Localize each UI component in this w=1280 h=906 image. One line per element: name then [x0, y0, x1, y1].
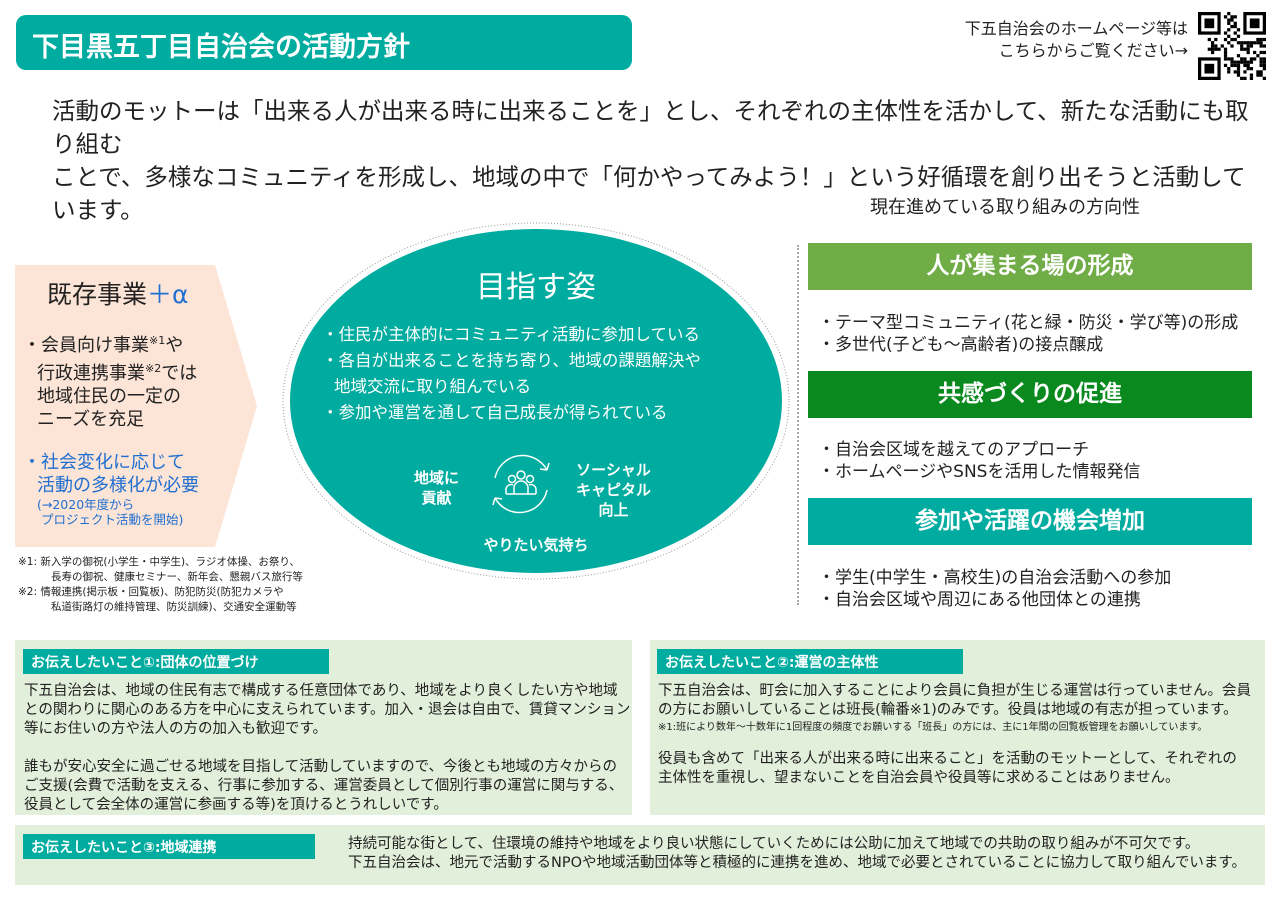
info-panel-3: お伝えしたいこと③:地域連携 持続可能な街として、住環境の維持や地域をより良い状…	[15, 825, 1265, 885]
line: 役員として会全体の運営に参画する等)を頂けるとうれしいです。	[24, 797, 448, 813]
text: ・会員向け事業	[23, 335, 149, 356]
text: ニーズを充足	[37, 409, 145, 430]
text: 行政連携事業	[37, 363, 145, 384]
info-panel-2: お伝えしたいこと②:運営の主体性 下五自治会は、町会に加入することにより会員に負…	[650, 640, 1265, 815]
line: 持続可能な街として、住環境の維持や地域をより良い状態にしていくためには公助に加え…	[348, 836, 1200, 852]
text: 向上	[598, 501, 629, 519]
panel-tag: お伝えしたいこと③:地域連携	[23, 834, 315, 859]
vision-item: ・住民が主体的にコミュニティ活動に参加している	[322, 325, 701, 344]
text: では	[161, 363, 198, 384]
panel-text: 下五自治会は、地域の住民有志で構成する任意団体であり、地域をより良くしたい方や地…	[24, 682, 630, 815]
line: 下五自治会は、地域の住民有志で構成する任意団体であり、地域をより良くしたい方や地…	[24, 683, 618, 699]
text: ソーシャル	[576, 461, 651, 479]
line: 主体性を重視し、望まないことを自治会員や役員等に求めることはありません。	[658, 770, 1180, 786]
cycle-left-label: 地域に貢献	[414, 468, 459, 508]
text: 地域に	[414, 469, 460, 487]
section-title: 参加や活躍の機会増加	[808, 498, 1252, 545]
section-title: 共感づくりの促進	[808, 371, 1252, 418]
item: ・自治会区域を越えてのアプローチ	[818, 440, 1090, 460]
line: ご支援(会費で活動を支える、行事に参加する、運営委員として個別行事の運営に関与す…	[24, 778, 624, 794]
cycle-right-label: ソーシャルキャピタル向上	[576, 460, 651, 520]
left-heading: 既存事業＋α	[47, 279, 189, 311]
text: (→2020年度から	[37, 497, 135, 512]
line: 下五自治会は、町会に加入することにより会員に負担が生じる運営は行っていません。会…	[658, 683, 1252, 699]
text: 貢献	[421, 489, 452, 507]
vision-item: 地域交流に取り組んでいる	[334, 377, 532, 396]
item: ・テーマ型コミュニティ(花と緑・防災・学び等)の形成	[818, 313, 1239, 333]
item: ・自治会区域や周辺にある他団体との連携	[818, 590, 1141, 610]
vision-item: ・参加や運営を通して自己成長が得られている	[322, 403, 668, 422]
qr-caption-line: 下五自治会のホームページ等は	[964, 19, 1188, 38]
left-heading-text: 既存事業	[47, 280, 148, 309]
page-title: 下目黒五丁目自治会の活動方針	[16, 15, 632, 70]
ellipse-shape	[282, 222, 790, 580]
panel-tag: お伝えしたいこと①:団体の位置づけ	[23, 649, 329, 674]
cycle-bottom-label: やりたい気持ち	[483, 536, 589, 554]
chevron-shape	[15, 265, 257, 547]
community-cycle-icon	[492, 454, 550, 514]
footnote-ref: ※1	[149, 334, 166, 347]
qr-caption-line: こちらからご覧ください→	[998, 41, 1188, 60]
section-items: ・学生(中学生・高校生)の自治会活動への参加・自治会区域や周辺にある他団体との連…	[818, 567, 1171, 611]
panel-text: 下五自治会は、町会に加入することにより会員に負担が生じる運営は行っていません。会…	[658, 682, 1251, 788]
left-bullet-2: ・社会変化に応じて 活動の多様化が必要 (→2020年度から プロジェクト活動を…	[23, 451, 199, 527]
vision-items: ・住民が主体的にコミュニティ活動に参加している ・各自が出来ることを持ち寄り、地…	[322, 322, 701, 426]
motto-line: ことで、多様なコミュニティを形成し、地域の中で「何かやってみよう！」という好循環…	[52, 163, 1246, 224]
info-panel-1: お伝えしたいこと①:団体の位置づけ 下五自治会は、地域の住民有志で構成する任意団…	[15, 640, 632, 815]
line: との関わりに関心のある方を中心に支えられています。加入・退会は自由で、賃貸マンシ…	[24, 702, 631, 718]
direction-heading: 現在進めている取り組みの方向性	[870, 197, 1140, 218]
text: プロジェクト活動を開始)	[41, 512, 184, 527]
line: の方にお願いしていることは班長(輪番※1)のみです。役員は地域の有志が担っていま…	[658, 702, 1238, 718]
item: ・多世代(子ども～高齢者)の接点醸成	[818, 335, 1104, 355]
left-heading-plus: ＋α	[147, 280, 189, 309]
footnote: ※2: 情報連携(掲示板・回覧板)、防犯防災(防犯カメラや	[18, 586, 284, 598]
divider	[797, 245, 799, 605]
footnote: ※1:班により数年～十数年に1回程度の頻度でお願いする「班長」の方には、主に1年…	[658, 722, 1208, 733]
vision-ellipse: 目指す姿 ・住民が主体的にコミュニティ活動に参加している ・各自が出来ることを持…	[280, 220, 792, 582]
qr-code-icon[interactable]	[1198, 12, 1266, 80]
text: 活動の多様化が必要	[37, 475, 199, 496]
text: や	[165, 335, 184, 356]
item: ・ホームページやSNSを活用した情報発信	[818, 462, 1141, 482]
qr-caption: 下五自治会のホームページ等は こちらからご覧ください→	[965, 18, 1188, 62]
left-bullet-1: ・会員向け事業※1や 行政連携事業※2では 地域住民の一定の ニーズを充足	[23, 329, 197, 431]
text: ・社会変化に応じて	[23, 452, 185, 473]
existing-projects-box: 既存事業＋α ・会員向け事業※1や 行政連携事業※2では 地域住民の一定の ニー…	[15, 265, 260, 547]
panel-tag: お伝えしたいこと②:運営の主体性	[657, 649, 963, 674]
line: 役員も含めて「出来る人が出来る時に出来ること」を活動のモットーとして、それぞれの	[658, 751, 1237, 767]
line: 下五自治会は、地元で活動するNPOや地域活動団体等と積極的に連携を進め、地域で必…	[348, 855, 1246, 871]
item: ・学生(中学生・高校生)の自治会活動への参加	[818, 568, 1172, 588]
footnote: 長寿の御祝、健康セミナー、新年会、懇親バス旅行等	[51, 571, 303, 583]
section-items: ・自治会区域を越えてのアプローチ・ホームページやSNSを活用した情報発信	[818, 439, 1140, 483]
text: 地域住民の一定の	[37, 386, 181, 407]
footnote: ※1: 新入学の御祝(小学生・中学生)、ラジオ体操、お祭り、	[18, 556, 300, 568]
line: 等にお住いの方や法人の方の加入も歓迎です。	[24, 721, 328, 737]
footnote: 私道街路灯の維持管理、防災訓練)、交通安全運動等	[51, 601, 297, 613]
vision-item: ・各自が出来ることを持ち寄り、地域の課題解決や	[322, 351, 701, 370]
motto-line: 活動のモットーは「出来る人が出来る時に出来ることを」とし、それぞれの主体性を活か…	[52, 97, 1249, 158]
vision-heading: 目指す姿	[476, 270, 596, 305]
line: 誰もが安心安全に過ごせる地域を目指して活動していますので、今後とも地域の方々から…	[24, 759, 618, 775]
section-items: ・テーマ型コミュニティ(花と緑・防災・学び等)の形成・多世代(子ども～高齢者)の…	[818, 312, 1238, 356]
section-title: 人が集まる場の形成	[808, 243, 1252, 290]
left-footnotes: ※1: 新入学の御祝(小学生・中学生)、ラジオ体操、お祭り、 長寿の御祝、健康セ…	[18, 555, 303, 615]
panel-text: 持続可能な街として、住環境の維持や地域をより良い状態にしていくためには公助に加え…	[348, 835, 1246, 873]
footnote-ref: ※2	[145, 362, 162, 375]
text: キャピタル	[576, 481, 652, 499]
motto-text: 活動のモットーは「出来る人が出来る時に出来ることを」とし、それぞれの主体性を活か…	[52, 95, 1267, 227]
